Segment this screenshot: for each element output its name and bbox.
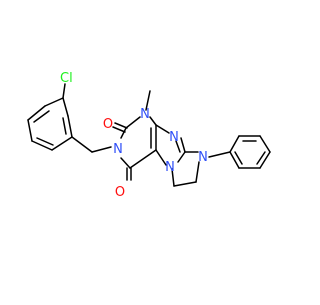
bond <box>91 146 112 153</box>
atom-label-o-bottom: O <box>115 185 125 200</box>
bond <box>195 161 200 183</box>
bond <box>259 151 271 169</box>
bond <box>259 135 271 153</box>
bond <box>145 90 151 111</box>
bond <box>44 97 64 107</box>
bond <box>155 124 170 134</box>
bond <box>71 136 93 153</box>
bond <box>155 149 167 166</box>
bond <box>62 117 67 135</box>
atom-label-n3: N <box>113 142 123 157</box>
bond <box>62 97 69 117</box>
bond <box>129 149 157 169</box>
bond <box>62 83 66 99</box>
atom-label-n8: N <box>198 150 208 165</box>
structure-svg: Cl O O N N N N N <box>27 71 271 200</box>
bond <box>177 151 186 163</box>
bond <box>125 116 141 129</box>
bond <box>208 151 231 158</box>
bond <box>256 151 266 165</box>
atom-label-n7: N <box>169 130 179 145</box>
atom-label-cl: Cl <box>60 71 73 86</box>
bond <box>180 137 186 153</box>
bond <box>229 135 240 153</box>
bond <box>112 126 126 133</box>
atom-label-layer: Cl O O N N N N N <box>60 71 208 200</box>
bond <box>114 122 128 129</box>
atom-label-n9: N <box>165 160 175 175</box>
bond <box>229 151 240 169</box>
bond <box>67 115 73 138</box>
bond <box>31 140 53 151</box>
bond <box>234 151 243 165</box>
bond <box>51 136 73 151</box>
atom-label-o-top: O <box>103 117 113 132</box>
bond-layer <box>27 83 271 187</box>
bond <box>171 168 175 187</box>
bond <box>120 157 131 169</box>
bond <box>33 110 50 123</box>
bond <box>36 137 54 146</box>
bond <box>175 140 181 153</box>
bond <box>120 127 127 139</box>
bond <box>27 119 33 142</box>
bond <box>173 181 197 187</box>
atom-label-n1: N <box>140 107 150 122</box>
bond <box>27 105 46 121</box>
molecule-canvas: Cl O O N N N N N <box>27 71 271 200</box>
bond <box>149 116 157 126</box>
